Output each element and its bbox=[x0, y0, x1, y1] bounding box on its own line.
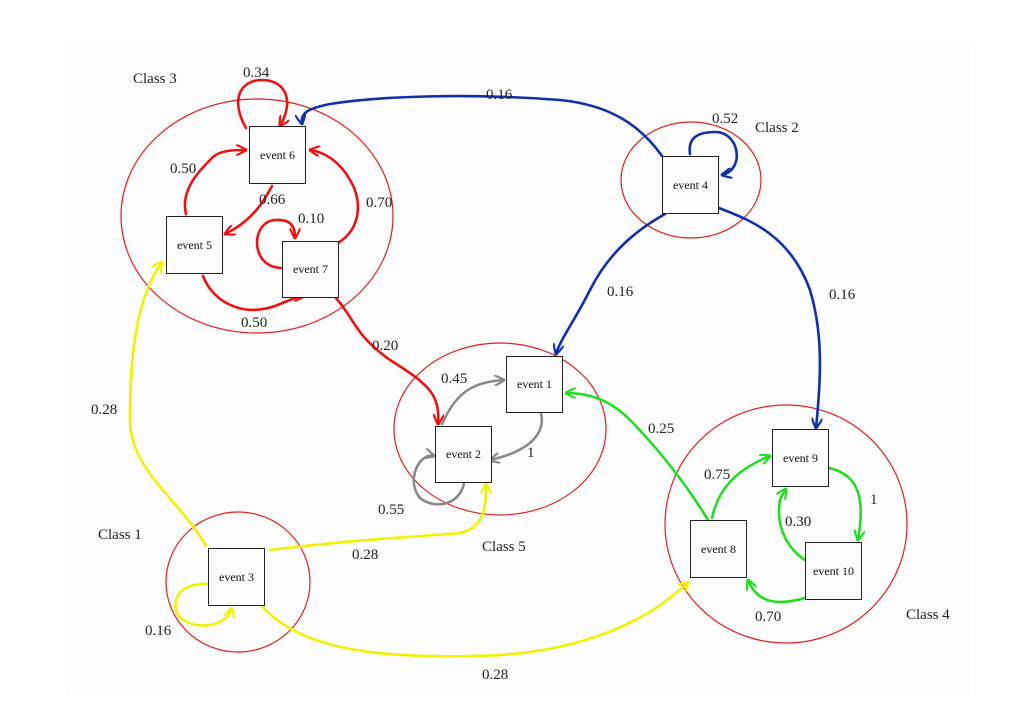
cluster-circle-class4 bbox=[664, 404, 908, 644]
cluster-circle-class1 bbox=[165, 511, 311, 653]
event-node-event8: event 8 bbox=[690, 520, 747, 578]
transition-prob-label: 0.16 bbox=[486, 87, 513, 103]
transition-prob-label: 0.16 bbox=[145, 623, 172, 639]
transition-event4-to-event4 bbox=[688, 130, 738, 175]
event-label: event 4 bbox=[673, 177, 708, 192]
transition-event10-to-event9 bbox=[779, 489, 807, 562]
transition-prob-label: 0.30 bbox=[785, 514, 812, 530]
transition-event7-to-event7 bbox=[255, 218, 295, 270]
transition-event4-to-event9 bbox=[717, 206, 820, 428]
transition-event3-to-event5 bbox=[128, 262, 208, 548]
event-label: event 7 bbox=[293, 262, 328, 276]
transition-event7-to-event6 bbox=[310, 150, 360, 245]
cluster-circle-class3 bbox=[120, 98, 394, 334]
event-node-event10: event 10 bbox=[805, 542, 862, 600]
transition-event3-to-event3 bbox=[174, 582, 232, 627]
transition-prob-label: 0.70 bbox=[755, 609, 782, 625]
class-label-class1: Class 1 bbox=[98, 527, 142, 543]
transition-prob-label: 0.66 bbox=[259, 192, 286, 208]
transition-event3-to-event2 bbox=[268, 482, 486, 552]
event-node-event9: event 9 bbox=[772, 429, 829, 487]
cluster-circle-class5 bbox=[393, 342, 607, 516]
event-label: event 9 bbox=[783, 450, 818, 465]
transition-prob-label: 0.25 bbox=[648, 421, 675, 437]
transition-prob-label: 0.16 bbox=[607, 284, 634, 300]
transition-event9-to-event10 bbox=[827, 466, 861, 540]
transition-event5-to-event6 bbox=[183, 150, 248, 216]
transition-event1-to-event2 bbox=[490, 411, 544, 460]
class-label-class2: Class 2 bbox=[755, 120, 799, 136]
event-node-event6: event 6 bbox=[249, 126, 306, 184]
transition-event10-to-event8 bbox=[748, 580, 807, 604]
class-label-class5: Class 5 bbox=[482, 539, 526, 555]
transition-prob-label: 0.34 bbox=[243, 65, 270, 81]
transition-event2-to-event1 bbox=[440, 380, 504, 426]
event-label: event 8 bbox=[701, 541, 736, 556]
transition-prob-label: 0.28 bbox=[482, 667, 509, 683]
transition-prob-label: 0.50 bbox=[170, 161, 197, 177]
transition-event8-to-event9 bbox=[710, 456, 770, 520]
event-node-event7: event 7 bbox=[282, 241, 339, 298]
event-node-event1: event 1 bbox=[506, 356, 563, 413]
event-node-event5: event 5 bbox=[166, 216, 223, 274]
transition-prob-label: 0.16 bbox=[829, 287, 856, 303]
transition-event7-to-event2 bbox=[334, 296, 438, 424]
event-node-event2: event 2 bbox=[435, 426, 492, 483]
transition-prob-label: 0.55 bbox=[378, 502, 405, 518]
transition-event6-to-event6 bbox=[236, 78, 287, 130]
event-label: event 6 bbox=[260, 147, 295, 162]
cluster-circle-class2 bbox=[620, 121, 762, 239]
event-label: event 5 bbox=[177, 237, 212, 252]
event-label: event 2 bbox=[446, 447, 481, 461]
class-label-class3: Class 3 bbox=[133, 71, 177, 87]
transition-event2-to-event2 bbox=[412, 456, 466, 506]
transition-prob-label: 0.28 bbox=[352, 547, 379, 563]
event-node-event3: event 3 bbox=[208, 548, 265, 606]
event-label: event 1 bbox=[517, 377, 552, 391]
transition-prob-label: 0.70 bbox=[366, 195, 393, 211]
transition-prob-label: 0.10 bbox=[298, 211, 325, 227]
transition-prob-label: 0.52 bbox=[712, 111, 739, 127]
transition-prob-label: 1 bbox=[870, 492, 878, 508]
transition-prob-label: 0.20 bbox=[372, 338, 399, 354]
transition-prob-label: 1 bbox=[527, 445, 535, 461]
transition-event3-to-event8 bbox=[260, 582, 688, 658]
transition-prob-label: 0.75 bbox=[704, 467, 731, 483]
transition-prob-label: 0.45 bbox=[441, 371, 468, 387]
transition-event4-to-event1 bbox=[556, 212, 667, 354]
event-label: event 3 bbox=[219, 569, 254, 584]
transition-event8-to-event1 bbox=[564, 393, 710, 522]
transition-event6-to-event5 bbox=[225, 184, 274, 234]
transition-event4-to-event6 bbox=[302, 94, 664, 158]
transition-prob-label: 0.50 bbox=[241, 315, 268, 331]
event-label: event 10 bbox=[813, 563, 854, 578]
transition-prob-label: 0.28 bbox=[91, 402, 118, 418]
class-label-class4: Class 4 bbox=[906, 607, 950, 623]
event-node-event4: event 4 bbox=[662, 156, 719, 214]
